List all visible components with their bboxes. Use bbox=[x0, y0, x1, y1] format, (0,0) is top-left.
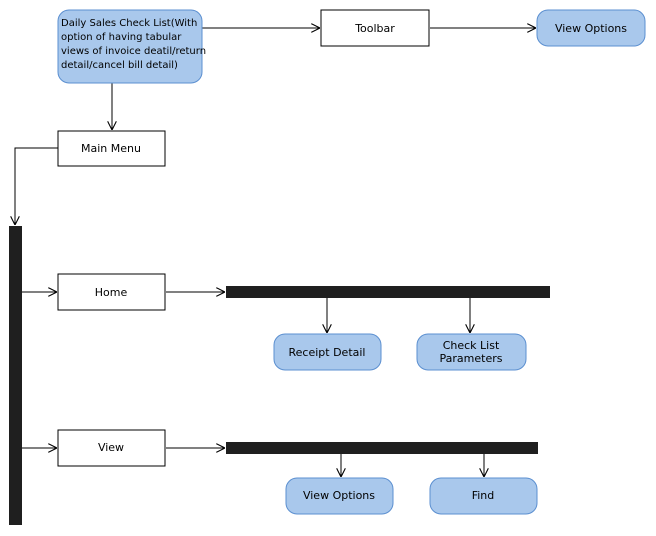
node-view-options-bottom-label: View Options bbox=[303, 489, 375, 502]
node-main-menu-label: Main Menu bbox=[81, 142, 141, 155]
node-home[interactable]: Home bbox=[57, 273, 166, 311]
node-view-options-top[interactable]: View Options bbox=[536, 9, 646, 47]
svg-text:Daily Sales Check List(With: Daily Sales Check List(With bbox=[61, 18, 197, 29]
svg-text:option of having tabular: option of having tabular bbox=[61, 32, 182, 43]
connector-main-menu-to-fork bbox=[15, 147, 58, 225]
svg-text:detail/cancel bill detail): detail/cancel bill detail) bbox=[61, 60, 178, 71]
node-main-line-2: option of having tabular bbox=[61, 32, 182, 43]
node-receipt-detail[interactable]: Receipt Detail bbox=[273, 333, 382, 371]
node-find-label: Find bbox=[472, 489, 495, 502]
node-view[interactable]: View bbox=[57, 429, 166, 467]
node-main-line-4: detail/cancel bill detail) bbox=[61, 60, 178, 71]
node-toolbar-label: Toolbar bbox=[354, 22, 395, 35]
node-view-label: View bbox=[98, 441, 124, 454]
svg-text:views of invoice deatil/return: views of invoice deatil/return bbox=[61, 46, 206, 57]
fork-bar-home bbox=[226, 286, 550, 298]
fork-bar-view bbox=[226, 442, 538, 454]
node-main-line-1: Daily Sales Check List(With bbox=[61, 18, 197, 29]
node-check-list-line-1: Check List bbox=[443, 339, 500, 352]
node-view-options-top-label: View Options bbox=[555, 22, 627, 35]
node-view-options-bottom[interactable]: View Options bbox=[285, 477, 394, 515]
fork-bar-vertical bbox=[9, 226, 22, 525]
node-main-line-3: views of invoice deatil/return bbox=[61, 46, 206, 57]
node-check-list-line-2: Parameters bbox=[440, 352, 503, 365]
connectors bbox=[15, 28, 536, 477]
node-daily-sales-check-list[interactable]: Daily Sales Check List(With option of ha… bbox=[57, 9, 206, 84]
node-receipt-detail-label: Receipt Detail bbox=[289, 346, 366, 359]
node-check-list-parameters[interactable]: Check List Parameters bbox=[416, 333, 527, 371]
node-main-menu[interactable]: Main Menu bbox=[57, 130, 166, 167]
node-home-label: Home bbox=[95, 286, 128, 299]
node-find[interactable]: Find bbox=[429, 477, 538, 515]
node-toolbar[interactable]: Toolbar bbox=[320, 9, 430, 47]
